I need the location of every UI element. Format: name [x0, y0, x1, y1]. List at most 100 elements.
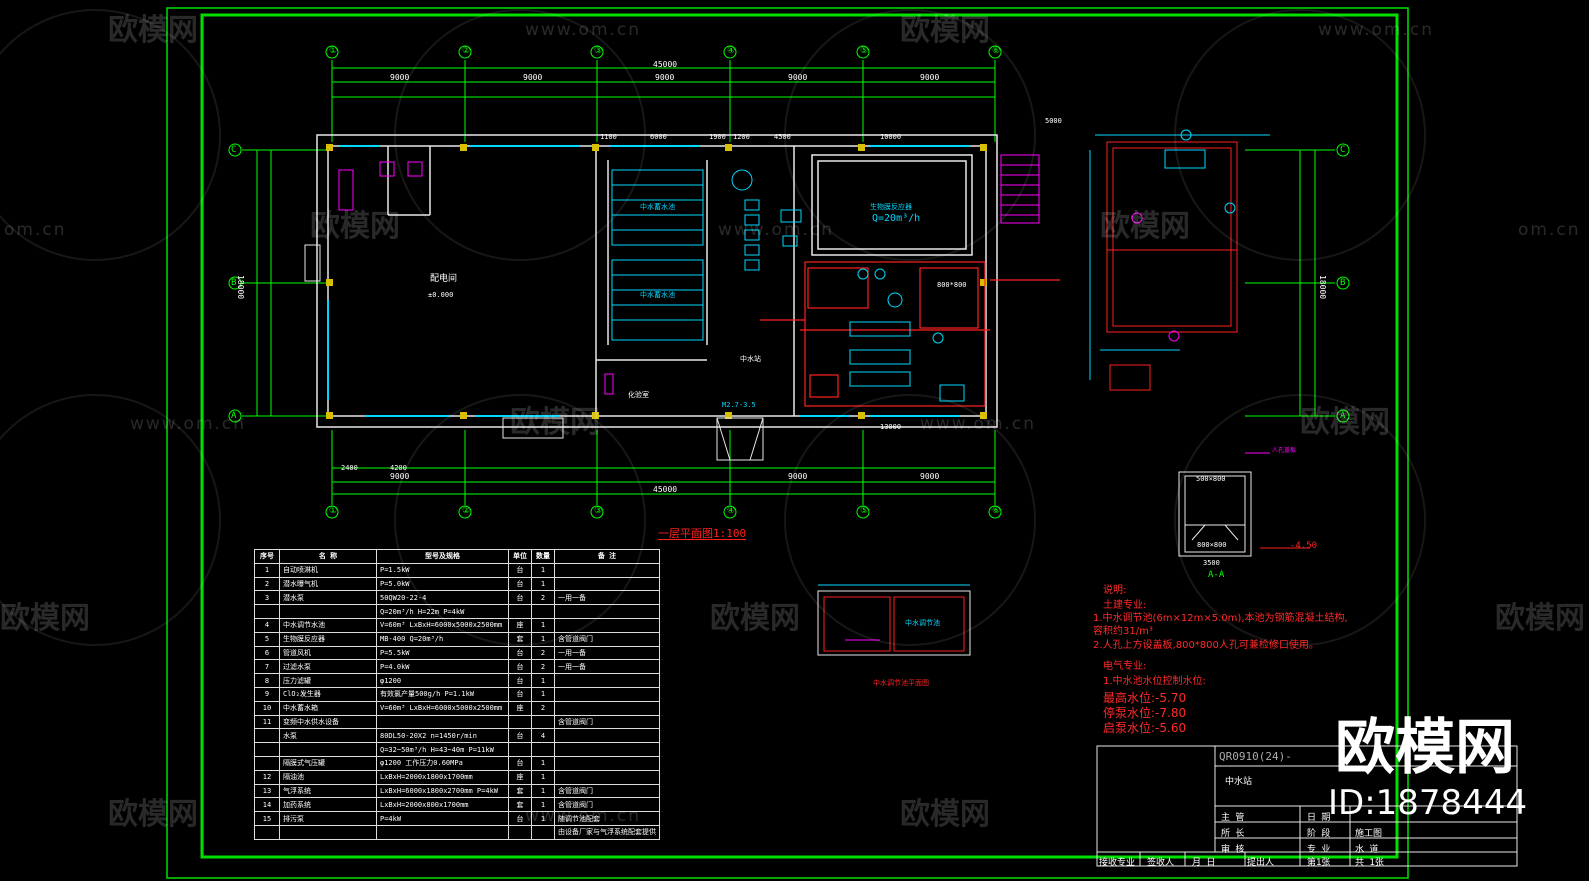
room-label-tank2: 中水蓄水池 [640, 291, 675, 299]
span-dim-b4: 9000 [788, 472, 808, 481]
table-cell: 中水蓄水箱 [279, 700, 377, 716]
table-cell: 加药系统 [279, 797, 377, 813]
table-cell [254, 728, 280, 744]
tb-r1b: 日 期 [1307, 813, 1331, 823]
table-cell [376, 714, 509, 730]
table-header: 名 称 [279, 549, 377, 564]
table-cell: MB-400 Q=20m³/h [376, 631, 509, 647]
watermark-url: www.om.cn [525, 20, 642, 40]
axis-c-right: C [1340, 145, 1346, 155]
aa-section [1178, 452, 1310, 557]
table-cell [508, 604, 532, 619]
watermark-url: www.om.cn [718, 220, 835, 240]
table-cell [508, 824, 532, 840]
table-header: 单位 [508, 549, 532, 564]
axis-5-top: ⑤ [860, 46, 869, 56]
span-dim-b5: 9000 [920, 472, 940, 481]
table-cell: 5 [254, 631, 280, 647]
watermark-brand: 欧模网 [1495, 601, 1585, 636]
tb-r3c: 水 道 [1355, 845, 1379, 855]
table-cell: 80DL50-20X2 n=1450r/min [376, 728, 509, 744]
table-cell: 7 [254, 659, 280, 675]
watermark-rings [0, 9, 1426, 646]
table-cell: 1 [531, 686, 555, 702]
table-cell: 3 [254, 590, 280, 606]
table-row: Q=32~50m³/h H=43~40m P=11kW [254, 742, 660, 757]
table-cell [554, 604, 660, 619]
axis-5-bottom: ⑤ [860, 506, 869, 516]
notes-line-4: 2.人孔上方设盖板,800*800人孔可兼检修口使用。 [1093, 640, 1319, 651]
table-cell: 座 [508, 617, 532, 633]
axis-b-left: B [231, 278, 237, 288]
table-cell [531, 714, 555, 730]
table-cell: 1 [531, 783, 555, 799]
table-cell: 2 [531, 645, 555, 661]
table-cell [254, 755, 280, 771]
table-cell [376, 824, 509, 840]
dim-10000: 10000 [880, 133, 902, 141]
stairs [338, 154, 1040, 395]
room-label-control: 配电间 [430, 274, 458, 284]
table-cell: 排污泵 [279, 811, 377, 826]
table-cell: 套 [508, 783, 532, 799]
left-grid [228, 143, 330, 423]
table-cell: 中水调节水池 [279, 617, 377, 633]
table-cell: 14 [254, 797, 280, 813]
table-cell: 台 [508, 755, 532, 771]
table-cell: 座 [508, 769, 532, 785]
table-cell: 座 [508, 700, 532, 716]
table-cell: 台 [508, 645, 532, 661]
table-cell [554, 617, 660, 633]
section-note: 人孔盖板 [1272, 447, 1297, 454]
section-bottom-size: 3500 [1203, 559, 1220, 567]
watermark-brand: 欧模网 [310, 209, 400, 244]
tb-f6: 共 1张 [1355, 858, 1384, 868]
table-cell: 1 [254, 562, 280, 578]
outer-frame [166, 7, 1409, 879]
table-cell: 含管道阀门 [554, 783, 660, 799]
tb-f5: 第1张 [1307, 858, 1331, 868]
table-cell: P=5.0kW [376, 576, 509, 592]
watermark-url: www.om.cn [525, 806, 642, 826]
watermark-brand: 欧模网 [108, 13, 198, 48]
table-cell: 过滤水泵 [279, 659, 377, 675]
table-cell: 2 [254, 576, 280, 592]
table-cell: φ1200 工作压力0.60MPa [376, 755, 509, 771]
table-cell: 套 [508, 631, 532, 647]
watermark-brand: 欧模网 [1100, 209, 1190, 244]
table-cell [554, 562, 660, 578]
table-cell [254, 604, 280, 619]
side-overall-dim-right: 18000 [1318, 275, 1327, 300]
table-cell: 一用一备 [554, 645, 660, 661]
section-mid-size: 800×800 [1197, 541, 1227, 549]
table-cell: P=1.5kW [376, 562, 509, 578]
span-dim-4: 9000 [788, 73, 808, 82]
axis-3-top: ③ [594, 46, 603, 56]
watermark-url: www.om.cn [920, 414, 1037, 434]
table-cell: 1 [531, 769, 555, 785]
table-cell: P=5.5kW [376, 645, 509, 661]
tb-f1: 接收专业 [1099, 858, 1136, 868]
axis-1-bottom: ① [329, 506, 338, 516]
dim-4500: 4500 [774, 133, 791, 141]
notes-line-1: 土建专业: [1103, 600, 1147, 611]
table-cell [554, 673, 660, 688]
notes-line-9: 启泵水位:-5.60 [1103, 721, 1187, 735]
watermark-brand: 欧模网 [0, 601, 90, 636]
table-cell: 1 [531, 617, 555, 633]
watermark-url: om.cn [4, 220, 67, 240]
table-cell: 8 [254, 673, 280, 688]
table-cell: 潜水曝气机 [279, 576, 377, 592]
table-cell: 台 [508, 590, 532, 606]
table-row: 由设备厂家与气浮系统配套提供 [254, 824, 660, 840]
bottom-grid [325, 430, 1002, 519]
watermark-brand: 欧模网 [108, 797, 198, 832]
title-block-lines [1096, 745, 1518, 867]
